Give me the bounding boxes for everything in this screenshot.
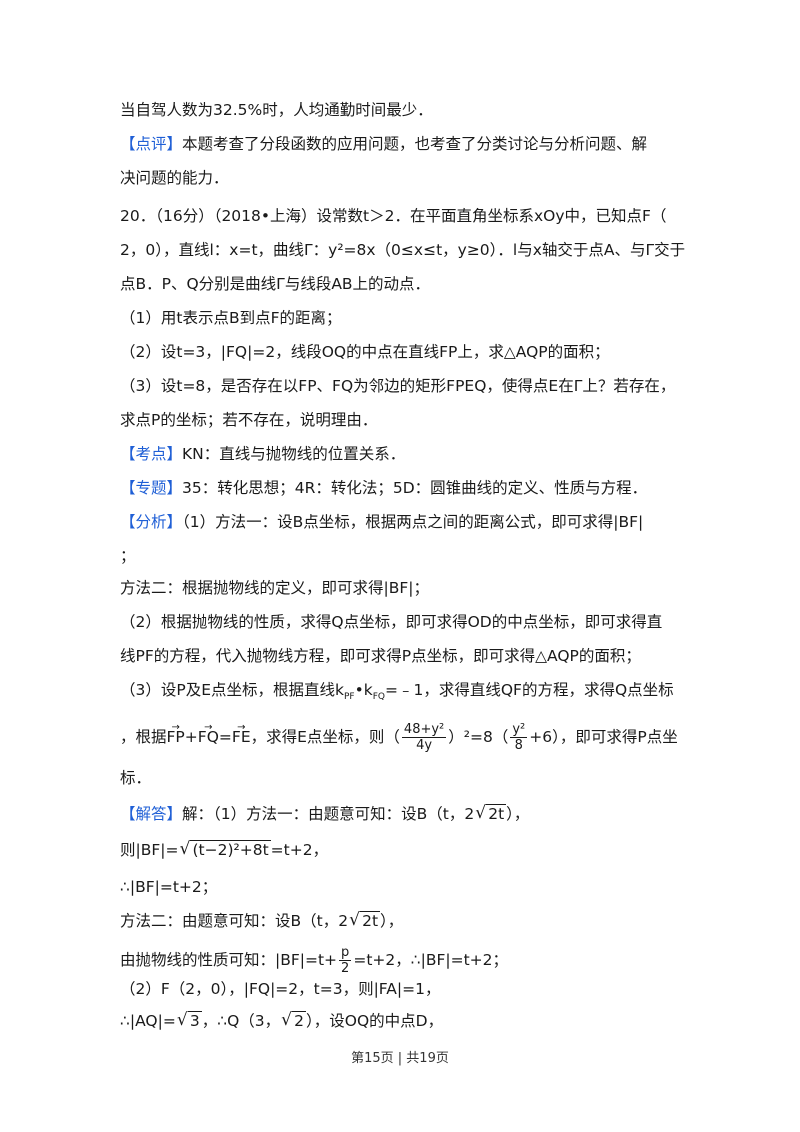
subject-text: 35：转化思想；4R：转化法；5D：圆锥曲线的定义、性质与方程． xyxy=(182,479,648,497)
comment-tag: 【点评】 xyxy=(120,135,183,153)
vector-label: FQ xyxy=(197,728,219,746)
analysis-line: 【分析】（1）方法一：设B点坐标，根据两点之间的距离公式，即可求得|BF| xyxy=(120,512,643,532)
vector-label: FE xyxy=(231,728,251,746)
text-span: ）， xyxy=(380,912,404,930)
subject-line: 【专题】35：转化思想；4R：转化法；5D：圆锥曲线的定义、性质与方程． xyxy=(120,478,647,498)
analysis-tag: 【分析】 xyxy=(120,513,183,531)
vector-fq: →FQ xyxy=(197,722,219,746)
text-span: ）²=8（ xyxy=(448,728,509,746)
vector-fe: →FE xyxy=(231,722,251,746)
solution-line: 则|BF|=√(t−2)²+8t=t+2， xyxy=(120,839,329,860)
denominator: 4y xyxy=(416,738,433,753)
text-line: 线PF的方程，代入抛物线方程，即可求得P点坐标，即可求得△AQP的面积； xyxy=(120,647,641,665)
solution-line: ∴|BF|=t+2； xyxy=(120,878,218,896)
question-3-cont: 求点P的坐标；若不存在，说明理由． xyxy=(120,411,378,429)
analysis-text: （1）方法一：设B点坐标，根据两点之间的距离公式，即可求得|BF| xyxy=(182,513,644,531)
text-span: ∴|AQ|= xyxy=(120,1012,176,1030)
radicand: 3 xyxy=(187,1011,202,1030)
text-span: +6），即可求得P点坐 xyxy=(529,728,678,746)
problem-line: 点B．P、Q分别是曲线Γ与线段AB上的动点． xyxy=(120,275,431,293)
question-3: （3）设t=8，是否存在以FP、FQ为邻边的矩形FPEQ，使得点E在Γ上？若存在… xyxy=(120,377,676,395)
solution-line-last: ∴|AQ|=√3，∴Q（3，√2），设OQ的中点D， xyxy=(120,1010,444,1031)
solution-line: 【解答】解：（1）方法一：由题意可知：设B（t，2√2t）， xyxy=(120,803,530,824)
plus-sign: + xyxy=(184,728,198,746)
text-span: 方法二：由题意可知：设B（t，2 xyxy=(120,912,349,930)
page-footer: 第15页 | 共19页 xyxy=(351,1051,449,1066)
subject-tag: 【专题】 xyxy=(120,479,183,497)
text-span: 由抛物线的性质可知：|BF|=t+ xyxy=(120,951,338,969)
text-line: （2）根据抛物线的性质，求得Q点坐标，即可求得OD的中点坐标，即可求得直 xyxy=(120,613,663,631)
numerator: y² xyxy=(510,722,528,738)
text-span: （3）设P及E点坐标，根据直线k xyxy=(120,681,344,699)
topic-text: KN：直线与抛物线的位置关系． xyxy=(182,445,406,463)
radicand: 2 xyxy=(292,1011,307,1030)
radicand: (t−2)²+8t xyxy=(190,840,271,859)
text-line: 当自驾人数为32.5%时，人均通勤时间最少． xyxy=(120,101,433,119)
radicand: 2t xyxy=(486,804,507,823)
question-2: （2）设t=3，|FQ|=2，线段OQ的中点在直线FP上，求△AQP的面积； xyxy=(120,343,610,361)
sqrt-expression: √2t xyxy=(475,803,507,823)
comment-line: 【点评】本题考查了分段函数的应用问题，也考查了分类讨论与分析问题、解 xyxy=(120,134,647,154)
radicand: 2t xyxy=(360,911,381,930)
text-span: ），设OQ的中点D， xyxy=(306,1012,444,1030)
analysis-step-3: （3）设P及E点坐标，根据直线kPF•kFQ=﹣1，求得直线QF的方程，求得Q点… xyxy=(120,680,674,707)
text-line: 方法二：根据抛物线的定义，即可求得|BF|； xyxy=(120,579,429,597)
topic-line: 【考点】KN：直线与抛物线的位置关系． xyxy=(120,444,405,464)
sqrt-expression: √3 xyxy=(176,1010,202,1030)
denominator: 2 xyxy=(341,961,350,976)
text-span: ，求得E点坐标，则（ xyxy=(250,728,400,746)
text-line: 决问题的能力． xyxy=(120,169,229,187)
vector-label: FP xyxy=(166,728,185,746)
denominator: 8 xyxy=(514,738,523,753)
text-span: =t+2，∴|BF|=t+2； xyxy=(353,951,509,969)
comment-text: 本题考查了分段函数的应用问题，也考查了分类讨论与分析问题、解 xyxy=(182,135,648,153)
sqrt-expression: √(t−2)²+8t xyxy=(179,839,271,859)
topic-tag: 【考点】 xyxy=(120,445,183,463)
text-span: 则|BF|= xyxy=(120,841,179,859)
text-line: 标． xyxy=(120,769,152,787)
text-span: ，根据 xyxy=(120,728,167,746)
text-span: =﹣1，求得直线QF的方程，求得Q点坐标 xyxy=(384,681,674,699)
numerator: p xyxy=(339,945,352,961)
question-1: （1）用t表示点B到点F的距离； xyxy=(120,309,342,327)
subscript: PF xyxy=(343,692,355,703)
problem-line: 20．（16分）（2018•上海）设常数t＞2．在平面直角坐标系xOy中，已知点… xyxy=(120,207,667,225)
text-span: ）， xyxy=(506,805,530,823)
text-span: •k xyxy=(354,681,373,699)
text-span: ，∴Q（3， xyxy=(201,1012,281,1030)
solution-line: 方法二：由题意可知：设B（t，2√2t）， xyxy=(120,910,404,931)
sqrt-expression: √2t xyxy=(349,910,381,930)
subscript: FQ xyxy=(372,692,385,703)
text-span: =t+2， xyxy=(270,841,329,859)
solution-tag: 【解答】 xyxy=(120,805,183,823)
vector-fp: →FP xyxy=(166,722,185,746)
equals-sign: = xyxy=(218,728,232,746)
text-line: ； xyxy=(120,547,136,565)
problem-line: 2，0），直线l：x=t，曲线Γ：y²=8x（0≤x≤t，y≥0）．l与x轴交于… xyxy=(120,241,686,259)
solution-line: （2）F（2，0），|FQ|=2，t=3，则|FA|=1， xyxy=(120,980,441,998)
text-span: 解：（1）方法一：由题意可知：设B（t，2 xyxy=(182,805,475,823)
numerator: 48+y² xyxy=(401,722,447,738)
sqrt-expression: √2 xyxy=(281,1010,307,1030)
